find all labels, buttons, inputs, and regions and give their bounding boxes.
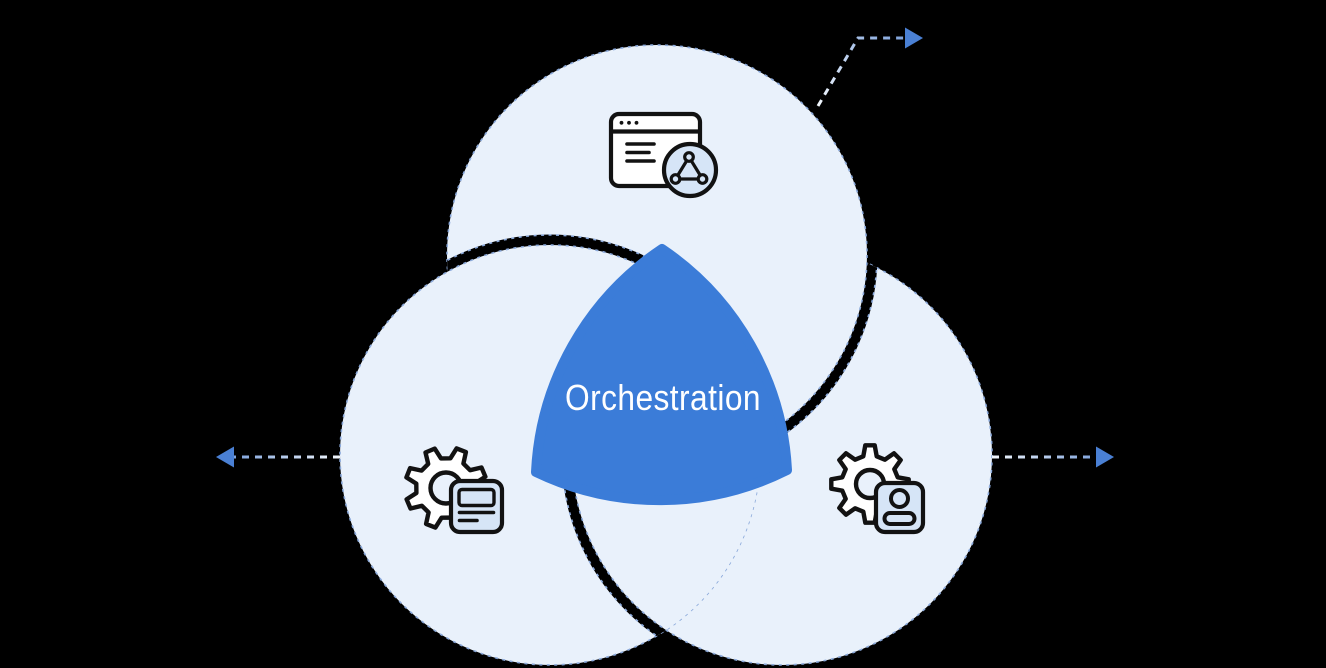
arrow-left	[216, 446, 340, 468]
browser-dot	[627, 120, 631, 125]
browser-dot	[619, 120, 624, 125]
browser-dot	[634, 120, 639, 125]
arrowhead-icon	[216, 446, 234, 468]
webhook-triangle	[673, 155, 705, 181]
center-label: Orchestration	[565, 377, 761, 418]
circle-top-edge	[446, 44, 868, 466]
arrow-dash-line	[816, 36, 905, 107]
webhook-node	[669, 173, 682, 185]
center-shape	[531, 244, 792, 506]
gear-document-icon	[404, 446, 505, 535]
webhook-node	[683, 151, 695, 163]
browser-api-icon	[608, 111, 719, 199]
arrow-top-right	[816, 27, 923, 107]
arrowhead-icon	[905, 27, 923, 49]
arrowhead-icon	[1096, 446, 1114, 468]
user-head	[889, 488, 910, 509]
circle-bottom-right-edge	[571, 244, 993, 666]
gear-user-icon	[829, 443, 926, 535]
user-shoulders	[882, 511, 917, 526]
document-field	[457, 487, 496, 508]
arrow-right	[992, 446, 1114, 468]
webhook-node	[696, 173, 709, 185]
